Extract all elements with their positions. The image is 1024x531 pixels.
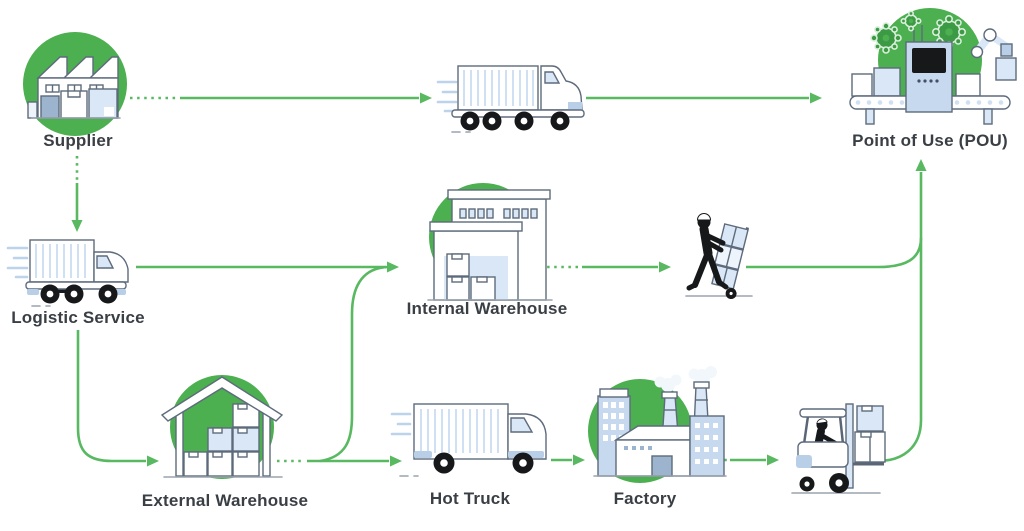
arrowhead: [390, 455, 402, 467]
gear-icon: [900, 10, 922, 32]
forklift-icon: [791, 403, 886, 494]
connector-worker-to-pou: [746, 237, 923, 269]
worker-figure: [686, 213, 729, 291]
truck-wheels: [460, 111, 570, 131]
shed-warehouse-icon: [160, 375, 284, 479]
factory-label: Factory: [613, 489, 677, 508]
forklift-wheels: [799, 473, 849, 493]
arrowhead: [387, 261, 399, 273]
connector-factory-to-forklift: [703, 454, 779, 466]
arrowhead: [573, 454, 585, 466]
factory-icon: [23, 32, 127, 136]
arrowhead: [915, 159, 927, 171]
arrowhead: [659, 261, 671, 273]
internal-warehouse-label: Internal Warehouse: [406, 299, 568, 318]
arrowhead: [810, 92, 822, 104]
external-warehouse-label: External Warehouse: [141, 491, 309, 510]
gear-icon: [870, 22, 902, 54]
connector-supplier-to-logistic: [71, 156, 83, 232]
connector-external-warehouse-to-internal-warehouse: [319, 265, 389, 463]
hand-truck: [711, 223, 750, 300]
warehouse-building-icon: [427, 183, 553, 301]
production-line-icon: [849, 8, 1017, 125]
truck-wheels: [40, 284, 118, 304]
canopy: [799, 408, 847, 445]
arrowhead: [767, 454, 779, 466]
connector-internal-warehouse-to-worker: [540, 261, 671, 273]
connector-forklift-to-pou: [877, 159, 927, 463]
connector-supplier-to-truck: [130, 92, 432, 104]
robot-arm-icon: [970, 28, 1017, 81]
delivery-van-icon: [390, 403, 547, 477]
connector-logistic-to-internal-warehouse: [136, 261, 399, 273]
connector-logistic-to-external-warehouse: [76, 330, 159, 467]
worker-hand-truck-icon: [685, 213, 753, 300]
industrial-plant-icon: [588, 366, 727, 483]
connector-hot-truck-to-factory: [551, 454, 585, 466]
supplier-label: Supplier: [43, 131, 113, 150]
logistic-service-label: Logistic Service: [11, 308, 145, 327]
point-of-use-label: Point of Use (POU): [852, 131, 1008, 150]
arrowhead: [71, 220, 83, 232]
connector-truck-to-pou: [586, 92, 822, 104]
arrowhead: [420, 92, 432, 104]
smoke-puffs: [654, 366, 717, 392]
box-truck-icon: [6, 239, 129, 307]
truck-wheels: [433, 452, 534, 474]
connector-external-warehouse-to-hot-truck: [277, 455, 402, 467]
semi-truck-icon: [436, 65, 585, 133]
arrowhead: [147, 455, 159, 467]
hot-truck-label: Hot Truck: [429, 489, 511, 508]
